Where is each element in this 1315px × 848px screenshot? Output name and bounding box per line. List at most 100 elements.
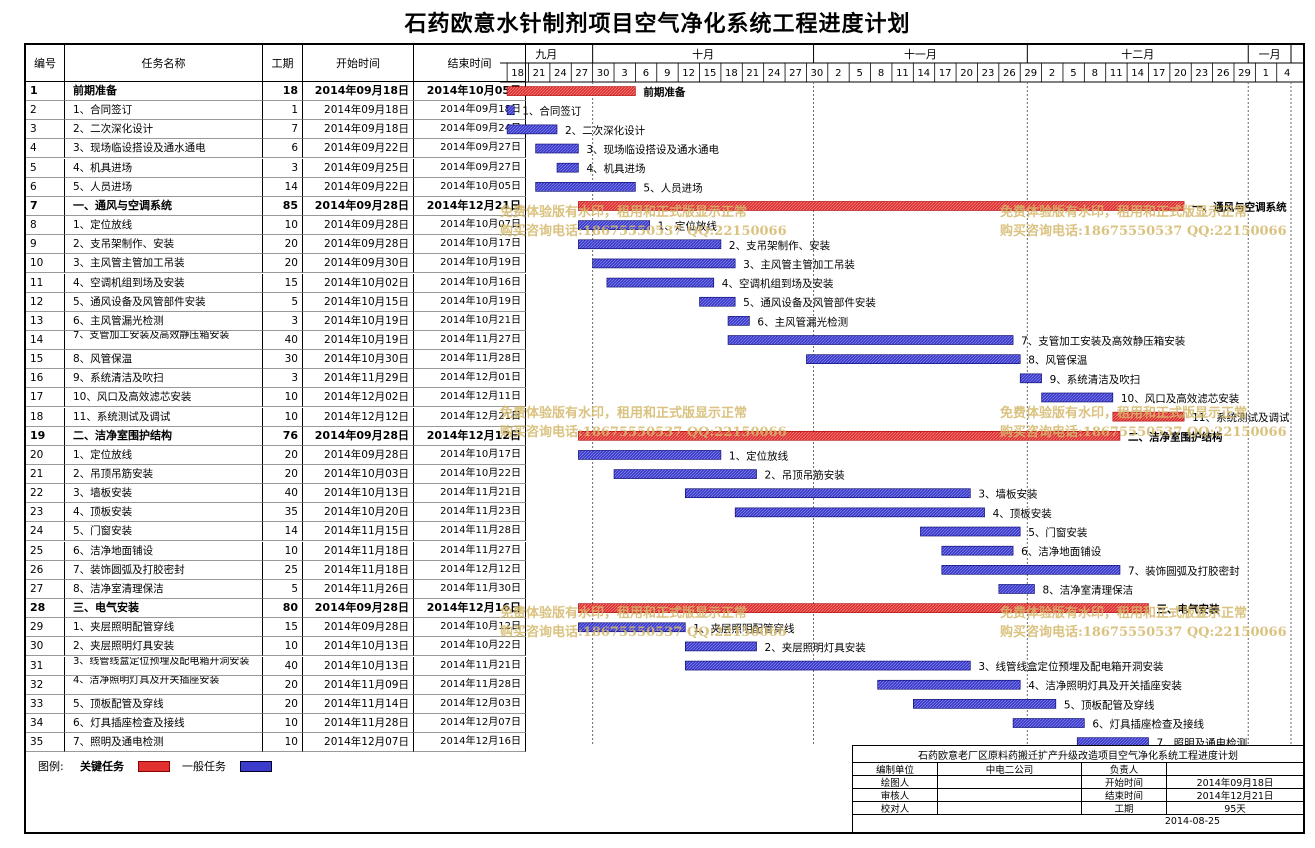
task-id: 6 xyxy=(26,177,65,197)
titleblock-reviewer-label: 审核人 xyxy=(853,789,938,802)
task-bar-label: 4、空调机组到场及安装 xyxy=(722,277,834,290)
task-id: 3 xyxy=(26,120,65,140)
tick-label: 21 xyxy=(746,68,759,79)
task-end: 2014年11月30日 xyxy=(414,579,526,599)
task-bar xyxy=(578,450,722,460)
task-end: 2014年11月28日 xyxy=(414,522,526,542)
task-end: 2014年12月07日 xyxy=(414,713,526,733)
task-bar xyxy=(920,526,1021,537)
task-bar xyxy=(578,239,722,250)
task-duration: 14 xyxy=(263,177,303,197)
task-id: 25 xyxy=(26,541,65,561)
task-bar-label: 3、线管线盒定位预埋及配电箱开洞安装 xyxy=(978,660,1164,673)
task-end: 2014年11月28日 xyxy=(414,675,526,695)
titleblock-checker xyxy=(938,802,1082,815)
task-bar xyxy=(1076,737,1149,745)
title-block: 石药欧意老厂区原料药搬迁扩产升级改造项目空气净化系统工程进度计划 编制单位 中电… xyxy=(852,745,1304,832)
task-duration: 20 xyxy=(263,254,303,274)
task-end: 2014年12月21日 xyxy=(414,407,526,427)
task-end: 2014年12月03日 xyxy=(414,694,526,714)
task-bar-label: 3、墙板安装 xyxy=(978,488,1038,501)
tick-label: 4 xyxy=(1284,68,1290,79)
task-duration: 3 xyxy=(263,311,303,331)
task-duration: 80 xyxy=(263,599,303,619)
task-start: 2014年09月28日 xyxy=(303,445,414,465)
task-start: 2014年09月28日 xyxy=(303,426,414,446)
task-start: 2014年09月28日 xyxy=(303,196,414,216)
task-start: 2014年12月12日 xyxy=(303,407,414,427)
task-bar xyxy=(556,162,579,173)
task-id: 14 xyxy=(26,330,65,350)
task-bar-label: 一、通风与空调系统 xyxy=(1192,200,1287,213)
task-id: 34 xyxy=(26,713,65,733)
tick-label: 2 xyxy=(1049,68,1055,79)
task-bar-label: 三、电气安装 xyxy=(1156,603,1219,616)
task-bar-label: 6、灯具插座检查及接线 xyxy=(1092,718,1204,731)
task-id: 32 xyxy=(26,675,65,695)
task-bar-label: 1、夹层照明配管穿线 xyxy=(693,622,795,635)
tick-label: 11 xyxy=(1110,68,1123,79)
task-bar xyxy=(684,641,757,652)
task-name: 11、系统测试及调试 xyxy=(65,407,263,427)
task-end: 2014年10月21日 xyxy=(414,311,526,331)
tick-label: 29 xyxy=(1024,68,1037,79)
task-start: 2014年10月13日 xyxy=(303,656,414,676)
task-bar xyxy=(684,488,971,499)
tick-label: 6 xyxy=(643,68,649,79)
task-end: 2014年10月17日 xyxy=(414,445,526,465)
task-end: 2014年09月27日 xyxy=(414,158,526,178)
tick-label: 2 xyxy=(835,68,841,79)
task-duration: 15 xyxy=(263,273,303,293)
task-id: 1 xyxy=(26,82,65,101)
task-bar-label: 2、支吊架制作、安装 xyxy=(729,239,831,252)
task-bar-label: 5、门窗安装 xyxy=(1028,526,1088,539)
task-end: 2014年11月27日 xyxy=(414,330,526,350)
task-name: 4、洁净照明灯具及开关插座安装 xyxy=(65,675,263,695)
task-start: 2014年09月30日 xyxy=(303,254,414,274)
task-id: 10 xyxy=(26,254,65,274)
task-bar xyxy=(506,105,515,116)
legend-normal-swatch xyxy=(240,761,272,772)
task-name: 三、电气安装 xyxy=(65,599,263,619)
tick-label: 26 xyxy=(1217,68,1230,79)
task-bar xyxy=(1112,411,1185,422)
tick-label: 29 xyxy=(1238,68,1251,79)
task-end: 2014年10月07日 xyxy=(414,216,526,236)
task-end: 2014年12月21日 xyxy=(414,196,526,216)
task-bar-label: 5、人员进场 xyxy=(643,181,702,194)
task-end: 2014年11月23日 xyxy=(414,503,526,523)
task-end: 2014年09月27日 xyxy=(414,139,526,159)
task-id: 7 xyxy=(26,196,65,216)
task-bar-label: 7、照明及通电检测 xyxy=(1156,737,1247,745)
task-duration: 85 xyxy=(263,196,303,216)
task-bar xyxy=(578,603,1149,613)
task-id: 18 xyxy=(26,407,65,427)
task-id: 13 xyxy=(26,311,65,331)
task-bar xyxy=(535,143,579,154)
task-end: 2014年10月16日 xyxy=(414,273,526,293)
task-start: 2014年10月03日 xyxy=(303,465,414,484)
task-name: 2、夹层照明灯具安装 xyxy=(65,637,263,657)
header-name: 任务名称 xyxy=(65,45,263,82)
task-duration: 40 xyxy=(263,330,303,350)
task-end: 2014年11月28日 xyxy=(414,350,526,370)
task-duration: 76 xyxy=(263,426,303,446)
tick-label: 26 xyxy=(1003,68,1016,79)
task-end: 2014年10月19日 xyxy=(414,254,526,274)
task-end: 2014年10月19日 xyxy=(414,292,526,312)
task-id: 16 xyxy=(26,369,65,389)
task-start: 2014年12月02日 xyxy=(303,388,414,408)
task-bar-label: 4、洁净照明灯具及开关插座安装 xyxy=(1028,679,1182,692)
